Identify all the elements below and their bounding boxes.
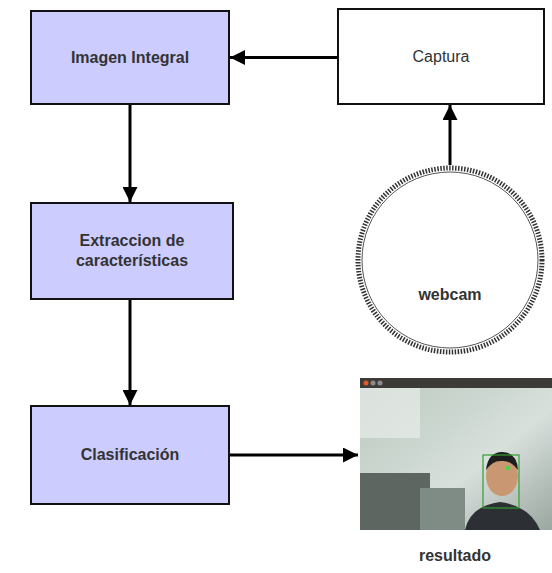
flow-arrow	[129, 105, 132, 202]
caption-label: resultado	[358, 546, 552, 566]
result-image: resultado	[358, 378, 552, 570]
circle-outline	[355, 165, 545, 355]
caption-label: webcam	[355, 285, 545, 305]
box-label: Imagen Integral	[71, 48, 189, 68]
flow-arrow	[230, 56, 337, 59]
circle-outline	[362, 172, 538, 348]
box-label: Extraccion de características	[40, 231, 224, 271]
circle-outline	[358, 168, 542, 352]
box-label: Clasificación	[81, 445, 180, 465]
box-label: Captura	[413, 47, 470, 67]
process-box: Clasificación	[30, 405, 230, 505]
process-box: Extraccion de características	[30, 202, 234, 300]
flow-arrow	[230, 454, 358, 457]
device-circle: webcam	[355, 165, 545, 355]
process-box: Imagen Integral	[30, 10, 230, 105]
process-box: Captura	[337, 8, 545, 105]
flow-arrow	[129, 300, 132, 405]
result-screenshot	[360, 378, 552, 530]
flow-arrow	[449, 105, 452, 165]
